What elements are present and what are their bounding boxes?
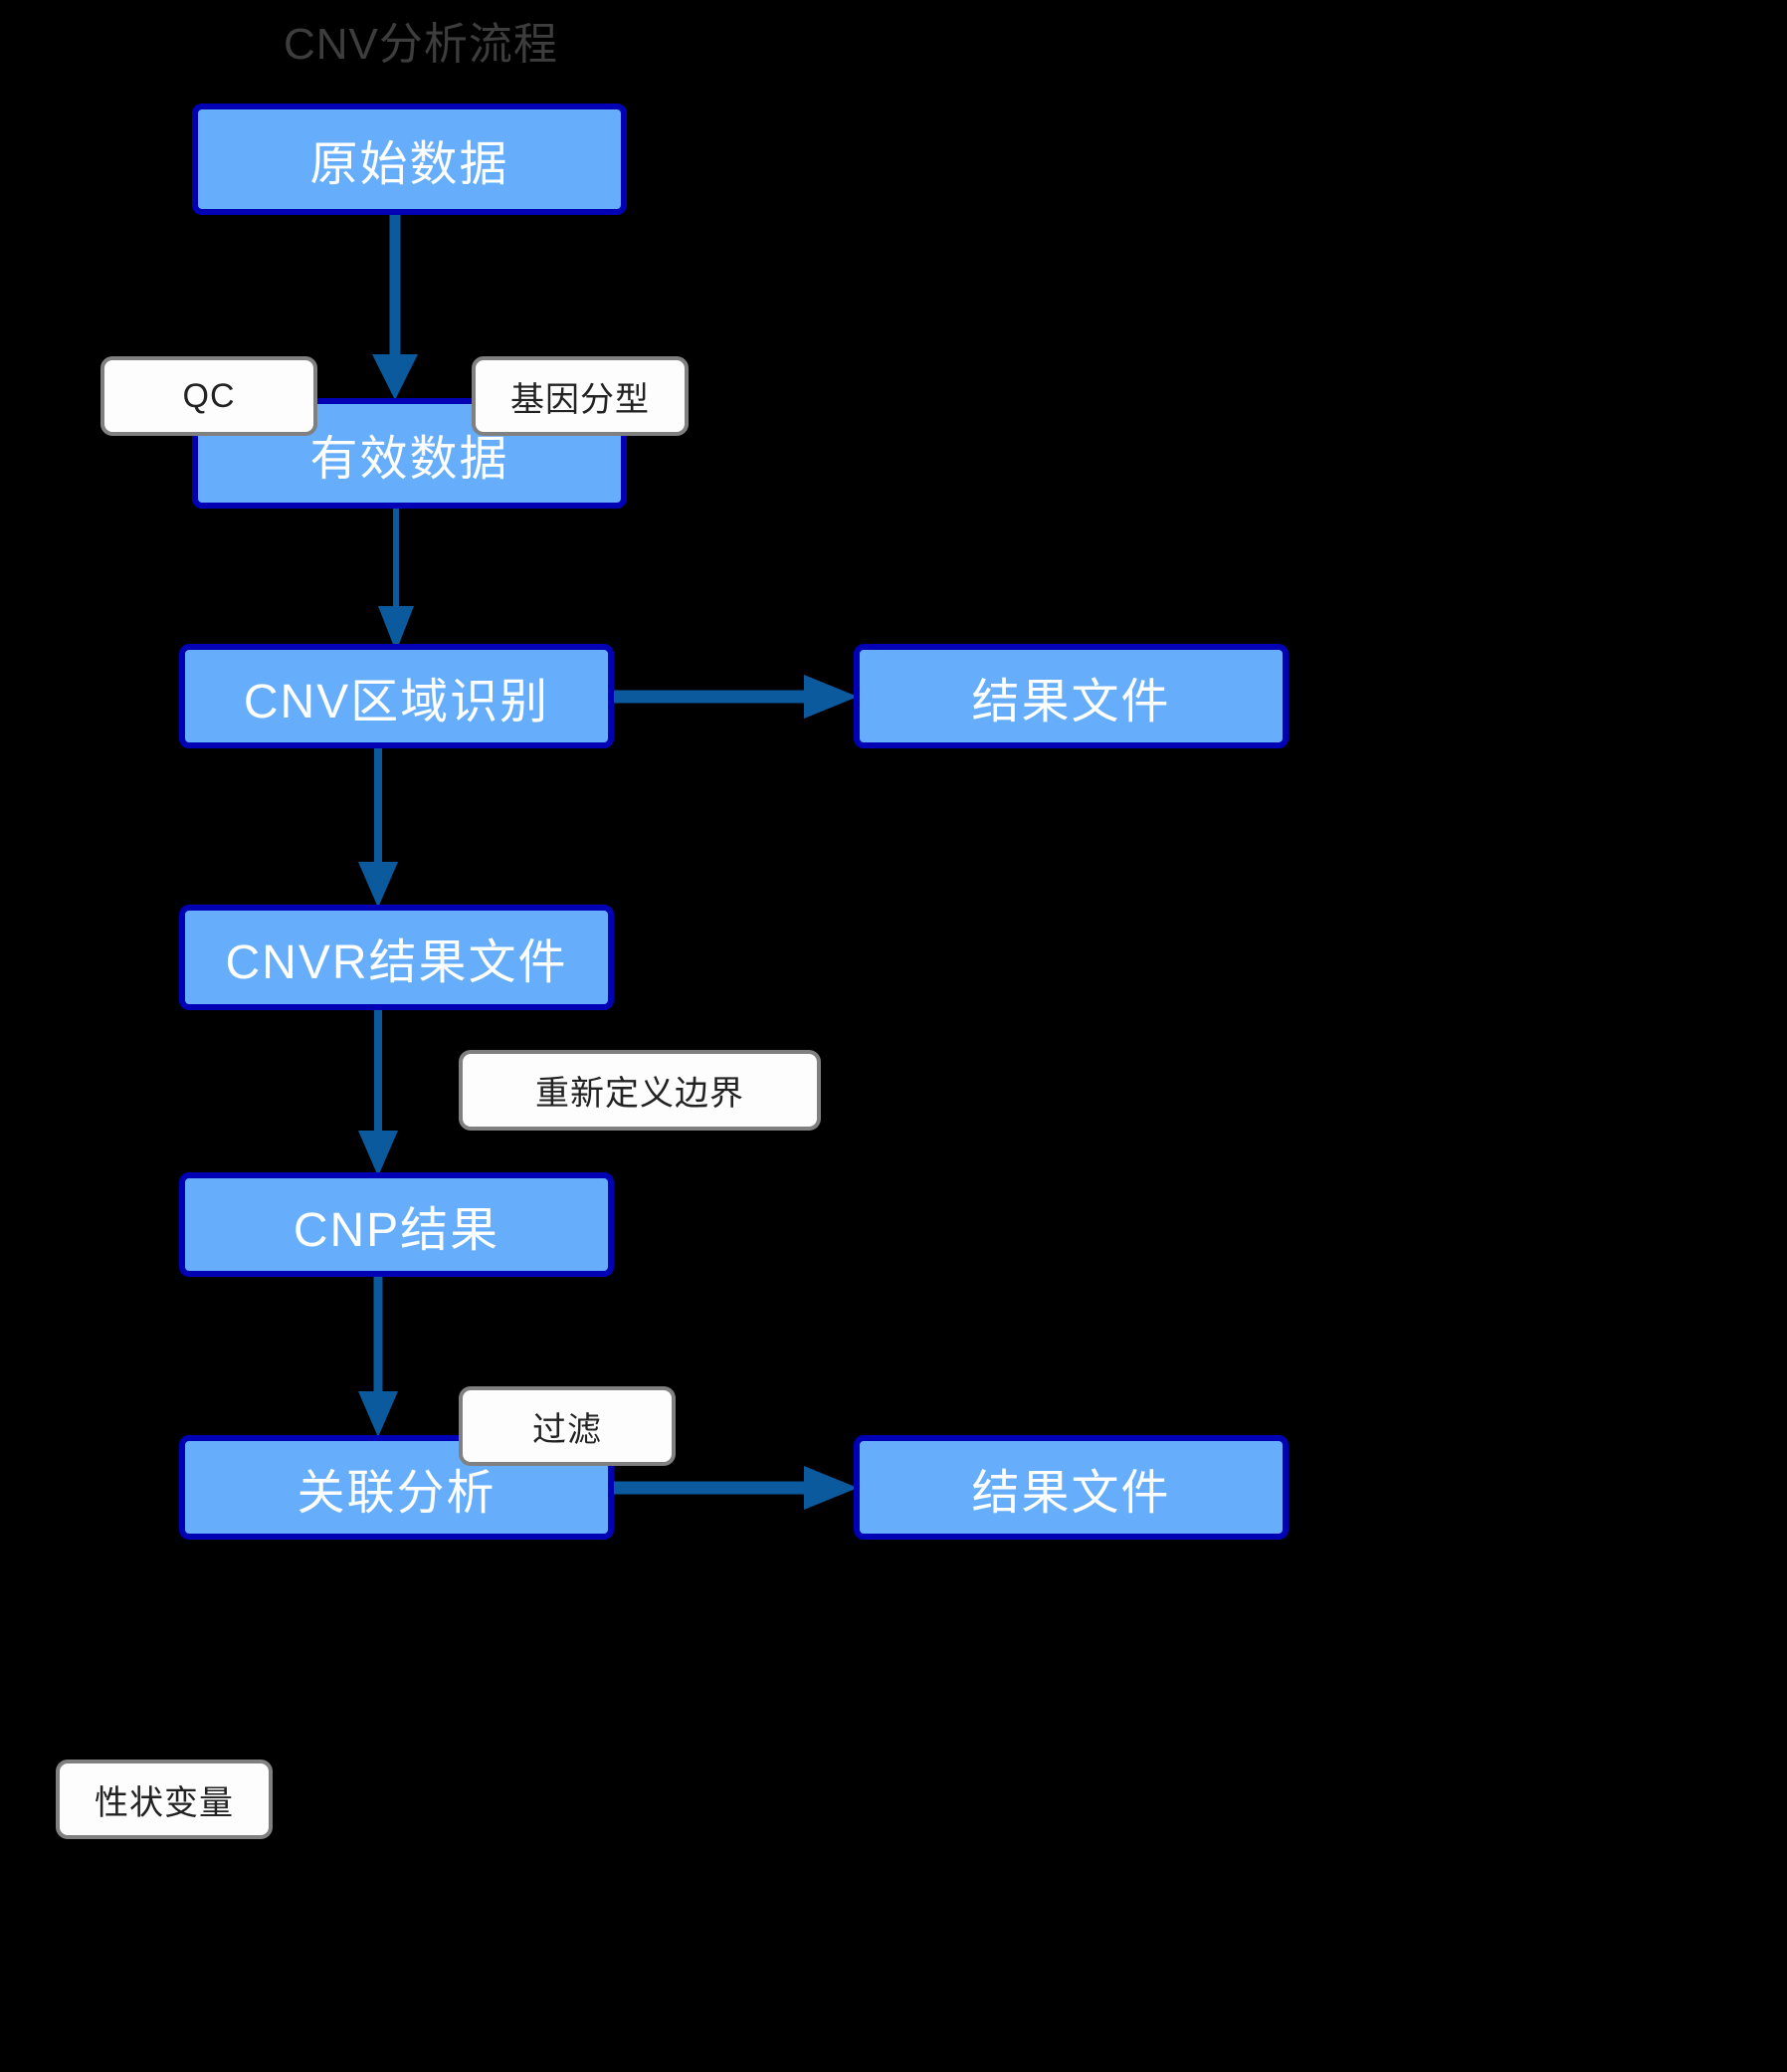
node-label: 有效数据	[309, 432, 509, 486]
node-label: CNVR结果文件	[225, 936, 568, 989]
node-result-file-1[interactable]: 结果文件	[854, 644, 1289, 748]
page-title: CNV分析流程	[284, 20, 558, 69]
node-label: 结果文件	[971, 1466, 1171, 1520]
connector-assoc-to-result2	[607, 1458, 866, 1518]
edge-label-qc[interactable]: QC	[100, 356, 317, 436]
edge-label-filter[interactable]: 过滤	[459, 1386, 676, 1466]
node-label: CNP结果	[293, 1203, 500, 1257]
edge-label-text: 过滤	[532, 1410, 602, 1449]
connector-cnvr-to-cnp	[350, 1005, 406, 1182]
node-result-file-2[interactable]: 结果文件	[854, 1435, 1289, 1540]
node-raw-data[interactable]: 原始数据	[192, 104, 627, 215]
edge-label-text: 重新定义边界	[535, 1075, 744, 1113]
node-label: 原始数据	[309, 138, 509, 191]
edge-label-genotyping[interactable]: 基因分型	[472, 356, 689, 436]
connector-cnp-to-assoc	[350, 1272, 406, 1443]
connector-valid-to-cnv	[368, 503, 424, 657]
connector-cnv-to-result1	[607, 667, 866, 726]
node-cnv-region[interactable]: CNV区域识别	[179, 644, 614, 748]
node-label: 关联分析	[297, 1466, 496, 1520]
edge-label-text: 性状变量	[95, 1783, 234, 1822]
edge-label-trait-variable[interactable]: 性状变量	[56, 1760, 273, 1839]
edge-label-redefine-boundary[interactable]: 重新定义边界	[459, 1050, 821, 1131]
node-label: 结果文件	[971, 675, 1171, 728]
node-cnp-result[interactable]: CNP结果	[179, 1172, 614, 1277]
connector-raw-to-valid	[364, 209, 426, 408]
connector-cnv-to-cnvr	[350, 744, 406, 914]
edge-label-text: QC	[182, 376, 236, 415]
edge-label-text: 基因分型	[510, 380, 650, 419]
node-cnvr-file[interactable]: CNVR结果文件	[179, 905, 614, 1010]
node-label: CNV区域识别	[243, 675, 550, 728]
